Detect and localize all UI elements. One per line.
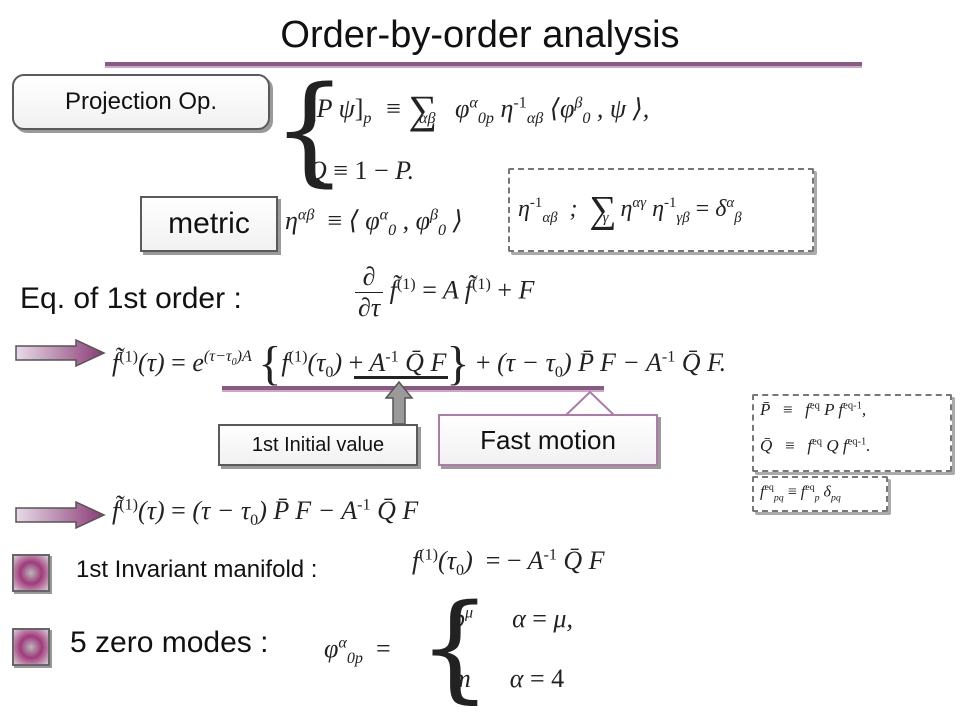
arrow-right-icon [15, 338, 106, 368]
zero-mode-case-momentum: pμ α = μ, [452, 604, 573, 633]
metric-equation: ηαβ ≡ ⟨ φα0 , φβ0 ⟩ [285, 206, 463, 240]
arrow-right-icon [15, 500, 106, 530]
fast-motion-label: Fast motion [480, 425, 616, 455]
zero-modes-label: 5 zero modes : [70, 626, 269, 659]
initial-value-label: 1st Initial value [251, 434, 385, 456]
metric-box: metric [140, 196, 278, 252]
initial-value-box: 1st Initial value [218, 424, 418, 466]
fast-motion-box: Fast motion [438, 414, 658, 466]
projection-equation-p: [P ψ]p ≡ ∑αβ φα0p η-1αβ ⟨φβ0 , ψ ⟩, [308, 87, 650, 132]
asymptotic-solution-equation: f̃(1)(τ) = (τ − τ0) P̄ F − A-1 Q̄ F [112, 496, 419, 530]
p-bar-definition: P̄ ≡ feq P feq-1, [760, 400, 867, 419]
inverse-metric-box: η-1αβ ; ∑γ ηαγ η-1γβ = δαβ [508, 168, 814, 252]
solution-equation: f̃(1)(τ) = e(τ−τ0)A {f(1)(τ0) + A-1 Q̄ F… [112, 337, 727, 390]
f-eq-definition: feqpq ≡ feqp δpq [760, 482, 841, 504]
projection-brace: { [272, 60, 348, 198]
projection-op-box: Projection Op. [12, 74, 270, 130]
first-order-equation: ∂∂τ f̃(1) = A f̃(1) + F [355, 262, 534, 323]
arrow-up-icon [384, 380, 414, 425]
bullet-square-icon [12, 628, 50, 666]
zero-modes-lhs: φα0p = [324, 634, 391, 668]
invariant-manifold-equation: f(1)(τ0) = − A-1 Q̄ F [412, 546, 605, 580]
q-bar-definition: Q̄ ≡ feq Q feq-1. [760, 436, 871, 455]
inverse-metric-equation: η-1αβ ; ∑γ ηαγ η-1γβ = δαβ [518, 189, 742, 231]
bullet-square-icon [12, 554, 50, 592]
zero-mode-case-mass: m α = 4 [452, 664, 565, 693]
title-underline [105, 62, 862, 68]
projection-op-label: Projection Op. [64, 88, 218, 115]
eq-first-order-label: Eq. of 1st order : [20, 282, 242, 315]
pq-bar-definitions-box: P̄ ≡ feq P feq-1, Q̄ ≡ feq Q feq-1. [752, 394, 952, 472]
initial-value-underline [354, 376, 448, 379]
f-eq-definition-box: feqpq ≡ feqp δpq [752, 476, 888, 512]
zero-modes-brace: { [418, 580, 492, 715]
projection-equation-q: Q ≡ 1 − P. [308, 156, 415, 185]
fast-motion-underline [222, 386, 604, 392]
slide-title: Order-by-order analysis [280, 14, 680, 56]
metric-label: metric [168, 207, 250, 240]
invariant-manifold-label: 1st Invariant manifold : [76, 556, 318, 583]
